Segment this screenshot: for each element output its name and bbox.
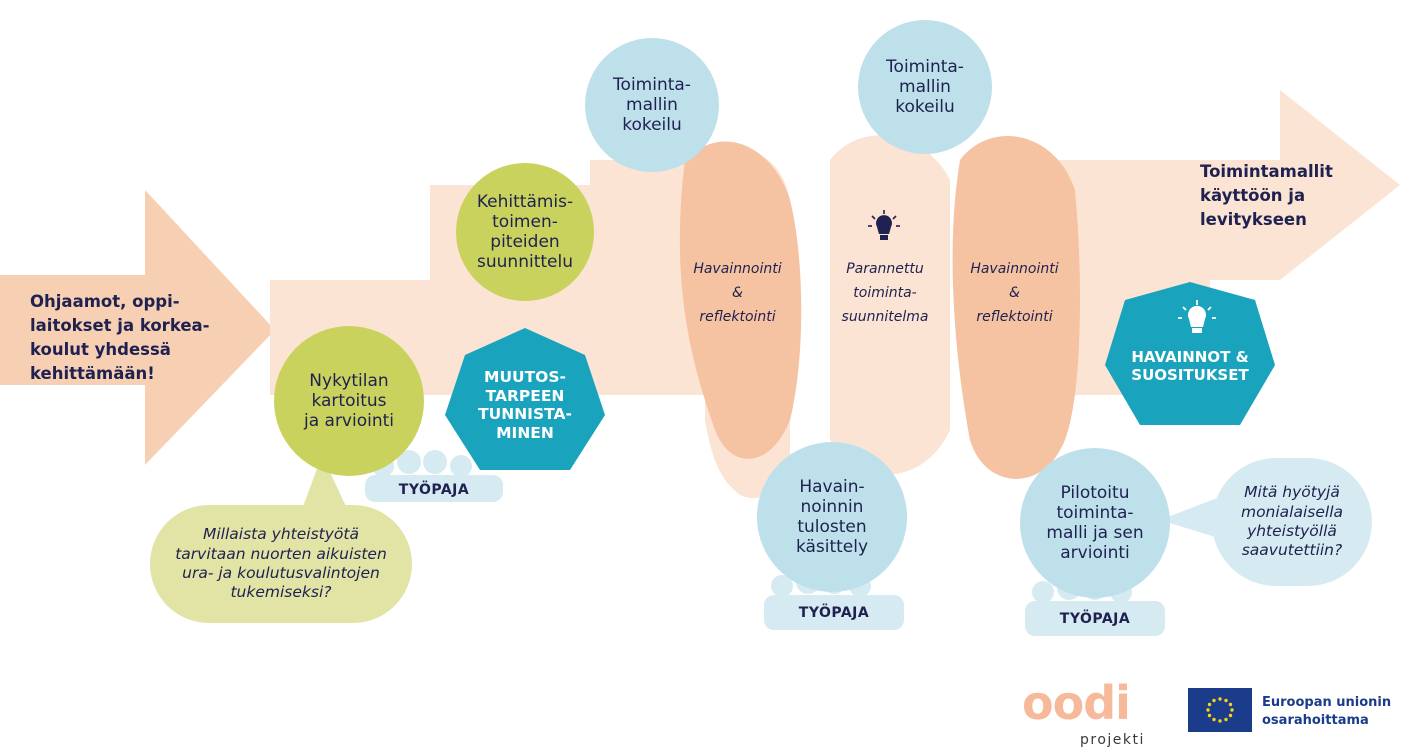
start-arrow-head (0, 190, 275, 465)
circle-kokeilu-1: Toiminta- mallin kokeilu (585, 38, 719, 172)
lightbulb-icon (868, 210, 900, 240)
eu-flag-icon (1188, 688, 1252, 732)
circle-kehittamis: Kehittämis- toimen- piteiden suunnittelu (456, 163, 594, 301)
eu-funding-text: Euroopan unionin osarahoittama (1262, 695, 1392, 728)
bubble-tail (1160, 495, 1225, 540)
circle-pilotoitu: Pilotoitu toiminta- malli ja sen arvioin… (1020, 448, 1170, 598)
end-text: Toimintamallit käyttöön ja levitykseen (1200, 162, 1333, 229)
circle-nykytila: Nykytilan kartoitus ja arviointi (274, 326, 424, 476)
wave-segment (679, 141, 802, 459)
circle-tulosten: Havain- noinnin tulosten käsittely (757, 442, 907, 592)
workshop-label: TYÖPAJA (398, 482, 470, 498)
workshop-label: TYÖPAJA (798, 605, 870, 621)
muutos-hexagon (445, 328, 605, 470)
question-bubble-right: Mitä hyötyjä monialaisella yhteistyöllä … (1212, 458, 1372, 586)
start-text: Ohjaamot, oppi- laitokset ja korkea- kou… (30, 292, 210, 383)
wave-label-havainnointi-2: Havainnointi & reflektointi (970, 261, 1059, 325)
workshop-label: TYÖPAJA (1059, 611, 1131, 627)
muutos-label: MUUTOS- TARPEEN TUNNISTA- MINEN (478, 368, 572, 442)
wave-ribbon (679, 135, 1080, 499)
wave-label-parannettu: Parannettu toiminta- suunnitelma (841, 261, 929, 325)
wave-label-havainnointi-1: Havainnointi & reflektointi (693, 261, 782, 325)
lightbulb-icon (1178, 300, 1216, 333)
havainnot-label: HAVAINNOT & SUOSITUKSET (1131, 348, 1249, 384)
wave-segment (952, 136, 1080, 479)
end-arrow-head (1000, 90, 1400, 395)
question-bubble-left: Millaista yhteistyötä tarvitaan nuorten … (150, 505, 412, 623)
oodi-logo: oodi (1022, 676, 1131, 730)
circle-kokeilu-2: Toiminta- mallin kokeilu (858, 20, 992, 154)
oodi-projekti-text: projekti (1080, 732, 1145, 748)
havainnot-hexagon (1105, 282, 1275, 425)
bubble-tail (300, 455, 350, 515)
wave-segment (830, 135, 950, 475)
